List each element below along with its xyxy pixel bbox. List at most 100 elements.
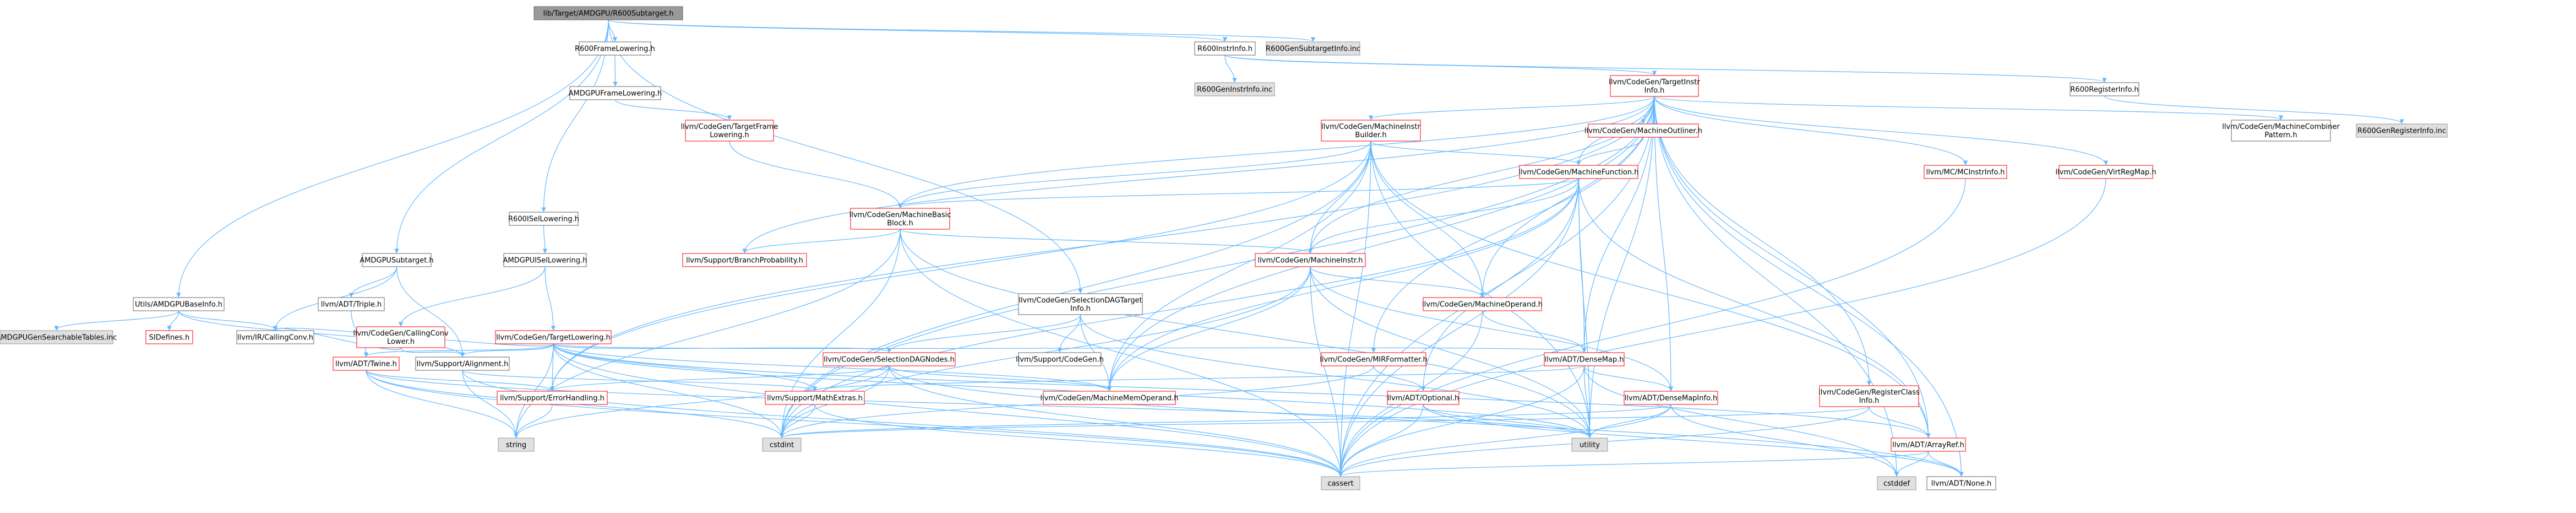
node-mirformatter[interactable]: llvm/CodeGen/MIRFormatter.h — [1320, 352, 1428, 366]
node-box — [1926, 476, 1996, 490]
node-label: llvm/CodeGen/MachineInstr.h — [1258, 257, 1363, 265]
edge-amdgpuisellowering-to-callingconvlower — [398, 266, 546, 327]
node-mathextras[interactable]: llvm/Support/MathExtras.h — [765, 391, 865, 405]
edge-targetinstrinfo-to-machinememoperand — [1107, 96, 1655, 391]
edge-amdgpusubtarget-to-triple — [348, 266, 397, 298]
edge-arrayref-to-none — [1927, 451, 1964, 477]
edge-targetinstrinfo-to-registerclassinfo — [1654, 96, 1872, 386]
node-machineinstr[interactable]: llvm/CodeGen/MachineInstr.h — [1255, 253, 1366, 267]
edge-amdgpubaseinfo-to-alignment — [178, 310, 465, 357]
node-label: cassert — [1327, 480, 1353, 488]
node-box — [1321, 120, 1421, 142]
node-label: llvm/ADT/None.h — [1931, 480, 1991, 488]
node-label: R600ISelLowering.h — [508, 215, 579, 224]
edge-machineinstr-to-utility — [1310, 266, 1592, 438]
node-label: R600InstrInfo.h — [1197, 45, 1252, 53]
node-box — [1819, 385, 1919, 407]
node-r600framelowering[interactable]: R600FrameLowering.h — [575, 41, 655, 56]
node-box — [1255, 253, 1366, 267]
node-sidefines[interactable]: SIDefines.h — [145, 330, 193, 344]
node-machinefunction[interactable]: llvm/CodeGen/MachineFunction.h — [1518, 165, 1639, 179]
node-amdgpusubtarget[interactable]: AMDGPUSubtarget.h — [360, 253, 434, 267]
node-label: Block.h — [887, 219, 913, 228]
node-box — [356, 326, 445, 348]
edge-targetlowering-to-selectiondagnodes — [553, 343, 891, 353]
edge-machineinstrbuilder-to-machinefunction — [1370, 141, 1581, 165]
node-label: llvm/ADT/DenseMap.h — [1544, 356, 1624, 364]
edge-errorhandling-to-string — [514, 404, 553, 438]
node-label: AMDGPUGenSearchableTables.inc — [0, 334, 117, 342]
node-amdgpuisellowering[interactable]: AMDGPUISelLowering.h — [503, 253, 587, 267]
node-label: Lower.h — [387, 338, 415, 346]
edge-selectiondagtargetinfo-to-supportcodegen — [1057, 314, 1081, 353]
node-r600registerinfo[interactable]: R600RegisterInfo.h — [2069, 82, 2139, 96]
node-none[interactable]: llvm/ADT/None.h — [1926, 476, 1996, 490]
node-label: cstddef — [1883, 480, 1910, 488]
edge-layer — [54, 19, 2404, 477]
node-box — [1321, 352, 1426, 366]
edge-targetinstrinfo-to-machinecombinerpattern — [1654, 96, 2283, 120]
node-targetlowering[interactable]: llvm/CodeGen/TargetLowering.h — [495, 330, 612, 344]
edge-machinebasicblock-to-cassert — [900, 229, 1343, 477]
node-label: llvm/CodeGen/TargetLowering.h — [496, 334, 611, 342]
node-label: llvm/CodeGen/MachineInstr — [1321, 123, 1420, 131]
node-triple[interactable]: llvm/ADT/Triple.h — [318, 297, 385, 311]
edge-targetinstrinfo-to-cstddef — [1654, 96, 1899, 477]
node-label: llvm/CodeGen/MachineCombiner — [2222, 123, 2340, 131]
node-r600isellowering[interactable]: R600ISelLowering.h — [508, 212, 579, 226]
node-amdgpubaseinfo[interactable]: Utils/AMDGPUBaseInfo.h — [133, 297, 225, 311]
node-twine[interactable]: llvm/ADT/Twine.h — [333, 357, 400, 371]
node-label: llvm/CodeGen/MIRFormatter.h — [1320, 356, 1427, 364]
node-utility: utility — [1571, 438, 1608, 452]
node-label: llvm/CodeGen/MachineFunction.h — [1518, 169, 1638, 177]
node-machineoutliner[interactable]: llvm/CodeGen/MachineOutliner.h — [1584, 123, 1702, 138]
node-selectiondagnodes[interactable]: llvm/CodeGen/SelectionDAGNodes.h — [823, 352, 956, 366]
node-box — [1194, 41, 1256, 56]
edge-densemapinfo-to-cstddef — [1670, 404, 1899, 477]
node-densemapinfo[interactable]: llvm/ADT/DenseMapInfo.h — [1624, 391, 1718, 405]
node-box — [1891, 438, 1966, 452]
node-errorhandling[interactable]: llvm/Support/ErrorHandling.h — [497, 391, 608, 405]
edge-callingconvlower-to-alignment — [400, 347, 465, 357]
edge-machineinstrbuilder-to-machineinstr — [1308, 141, 1371, 253]
node-supportcodegen[interactable]: llvm/Support/CodeGen.h — [1016, 352, 1104, 366]
edge-densemap-to-utility — [1583, 365, 1592, 438]
node-alignment[interactable]: llvm/Support/Alignment.h — [415, 357, 510, 371]
node-machineoperand[interactable]: llvm/CodeGen/MachineOperand.h — [1422, 297, 1543, 311]
node-callingconv[interactable]: llvm/IR/CallingConv.h — [236, 330, 314, 344]
node-label: R600FrameLowering.h — [575, 45, 655, 53]
node-label: llvm/CodeGen/SelectionDAGTarget — [1019, 296, 1142, 305]
edge-targetlowering-to-machinememoperand — [553, 343, 1112, 391]
edge-densemap-to-mathextras — [813, 365, 1585, 391]
edge-twine-to-string — [366, 370, 519, 438]
edge-optional-to-utility — [1423, 404, 1592, 438]
node-label: llvm/Support/Alignment.h — [417, 360, 509, 369]
node-densemap[interactable]: llvm/ADT/DenseMap.h — [1544, 352, 1625, 366]
node-optional[interactable]: llvm/ADT/Optional.h — [1387, 391, 1459, 405]
edge-amdgpubaseinfo-to-sidefines — [167, 310, 179, 331]
node-box — [362, 253, 432, 267]
edge-optional-to-cassert — [1338, 404, 1424, 477]
edge-densemapinfo-to-cstdint — [780, 404, 1671, 438]
node-mcinstrinfo[interactable]: llvm/MC/MCInstrInfo.h — [1924, 165, 2007, 179]
edge-twine-to-utility — [366, 370, 1592, 438]
node-arrayref[interactable]: llvm/ADT/ArrayRef.h — [1891, 438, 1966, 452]
node-r600instrinfo[interactable]: R600InstrInfo.h — [1194, 41, 1256, 56]
node-branchprobability[interactable]: llvm/Support/BranchProbability.h — [682, 253, 807, 267]
node-label: llvm/CodeGen/MachineBasic — [849, 211, 951, 219]
edge-twine-to-errorhandling — [366, 370, 555, 391]
node-virtregmap[interactable]: llvm/CodeGen/VirtRegMap.h — [2055, 165, 2156, 179]
node-box — [1018, 352, 1102, 366]
node-amdgpuframelowering[interactable]: AMDGPUFrameLowering.h — [569, 86, 662, 100]
node-root[interactable]: lib/Target/AMDGPU/R600Subtarget.h — [533, 6, 683, 20]
edge-machinebasicblock-to-machineinstr — [900, 229, 1312, 253]
node-machinememoperand[interactable]: llvm/CodeGen/MachineMemOperand.h — [1041, 391, 1179, 405]
